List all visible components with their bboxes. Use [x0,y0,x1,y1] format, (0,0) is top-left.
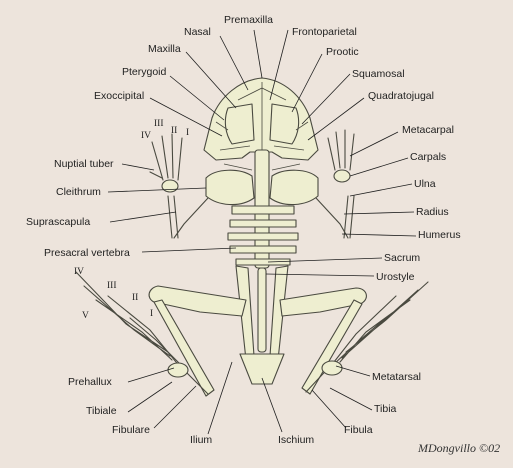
pelvis [235,265,289,385]
hand-digit-label: III [154,119,164,129]
label-radius: Radius [416,206,449,218]
label-ischium: Ischium [278,434,314,446]
label-suprascapula: Suprascapula [26,216,90,228]
label-tibia: Tibia [374,403,397,415]
right-leg [279,281,429,395]
hand-digit-numerals: III IV II I [141,119,189,141]
skull [203,77,319,161]
left-arm [149,133,209,239]
label-pterygoid: Pterygoid [122,66,167,78]
hand-digit-label: I [186,128,189,138]
right-arm [315,129,355,239]
vertebral-column [227,149,299,269]
label-quadratojugal: Quadratojugal [368,90,434,102]
label-nasal: Nasal [184,26,211,38]
foot-digit-label: IV [74,267,84,277]
label-nuptial-tuber: Nuptial tuber [54,158,114,170]
leader-lines [107,29,417,435]
label-prootic: Prootic [326,46,359,58]
hand-digit-label: II [171,126,177,136]
label-ilium: Ilium [190,434,212,446]
labels: Premaxilla Nasal Frontoparietal Maxilla … [26,14,461,446]
label-premaxilla: Premaxilla [224,14,273,26]
label-squamosal: Squamosal [352,68,405,80]
label-fibula: Fibula [344,424,373,436]
label-presacral-vertebra: Presacral vertebra [44,247,130,259]
foot-digit-numerals: IV III II I V [74,267,153,321]
label-tibiale: Tibiale [86,405,117,417]
foot-digit-label: III [107,281,117,291]
artist-signature: MDongvillo ©02 [417,441,500,455]
label-exoccipital: Exoccipital [94,90,144,102]
label-metacarpal: Metacarpal [402,124,454,136]
label-cleithrum: Cleithrum [56,186,101,198]
label-ulna: Ulna [414,178,436,190]
label-carpals: Carpals [410,151,446,163]
label-maxilla: Maxilla [148,43,181,55]
hand-digit-label: IV [141,131,151,141]
foot-digit-label: II [132,293,138,303]
frog-skeleton [75,77,429,397]
label-urostyle: Urostyle [376,271,415,283]
label-sacrum: Sacrum [384,252,420,264]
pectoral-girdle [205,163,319,206]
label-frontoparietal: Frontoparietal [292,26,357,38]
label-fibulare: Fibulare [112,424,150,436]
left-leg [75,271,247,397]
foot-digit-label: I [150,309,153,319]
label-metatarsal: Metatarsal [372,371,421,383]
label-humerus: Humerus [418,229,461,241]
label-prehallux: Prehallux [68,376,113,388]
foot-digit-label: V [82,311,89,321]
